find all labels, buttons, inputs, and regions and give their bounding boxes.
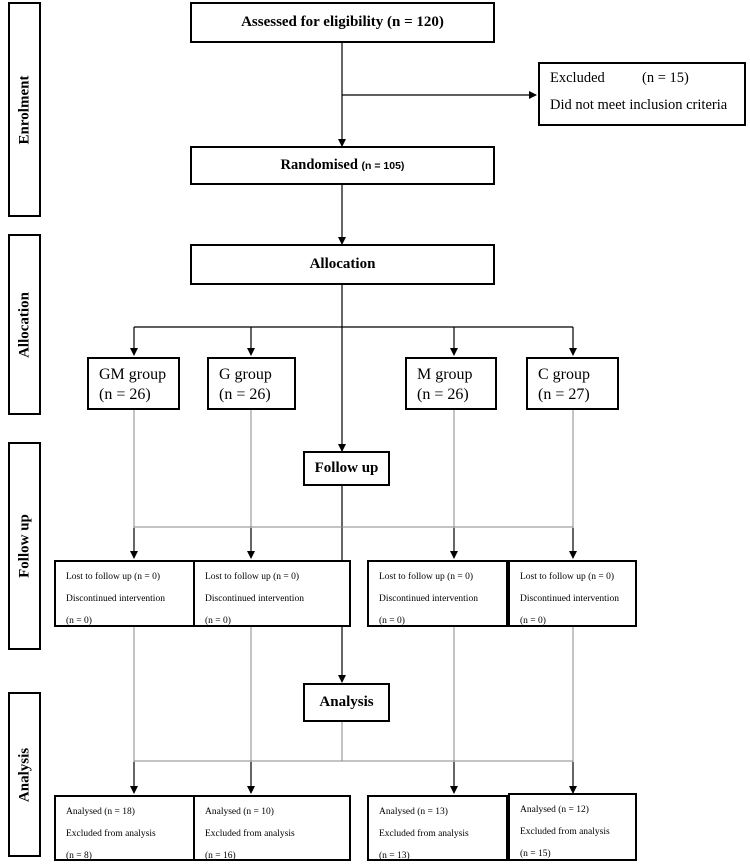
assessed-box: Assessed for eligibility (n = 120) [190, 2, 495, 43]
followup-disc-n-m: (n = 0) [379, 616, 405, 626]
group-n-gm: (n = 26) [99, 386, 151, 403]
followup-lost-c: Lost to follow up (n = 0) [520, 572, 615, 582]
phase-allocation-label: Allocation [16, 291, 32, 358]
analysed-g: Analysed (n = 10) [205, 807, 274, 817]
group-name-g: G group [219, 366, 272, 383]
group-box-gm: GM group (n = 26) [87, 357, 180, 410]
excluded-analysis-c: Excluded from analysis [520, 827, 610, 837]
phase-enrolment-label: Enrolment [16, 75, 32, 144]
analysis-detail-c: Analysed (n = 12) Excluded from analysis… [508, 793, 637, 861]
randomised-box: Randomised (n = 105) [190, 146, 495, 185]
followup-discontinued-c: Discontinued intervention [520, 594, 619, 604]
allocation-box: Allocation [190, 244, 495, 285]
phase-follow-up: Follow up [8, 442, 41, 650]
followup-detail-g: Lost to follow up (n = 0) Discontinued i… [193, 560, 351, 627]
group-name-m: M group [417, 366, 473, 383]
group-box-c: C group (n = 27) [526, 357, 619, 410]
followup-lost-g: Lost to follow up (n = 0) [205, 572, 300, 582]
randomised-count: (n = 105) [361, 159, 405, 172]
followup-detail-c: Lost to follow up (n = 0) Discontinued i… [508, 560, 637, 627]
followup-disc-n-gm: (n = 0) [66, 616, 92, 626]
group-n-c: (n = 27) [538, 386, 590, 403]
allocation-label: Allocation [309, 256, 376, 272]
followup-disc-n-g: (n = 0) [205, 616, 231, 626]
followup-disc-n-c: (n = 0) [520, 616, 546, 626]
excluded-box: Excluded (n = 15) Did not meet inclusion… [538, 62, 746, 126]
group-n-m: (n = 26) [417, 386, 469, 403]
followup-lost-gm: Lost to follow up (n = 0) [66, 572, 161, 582]
analysis-detail-gm: Analysed (n = 18) Excluded from analysis… [54, 795, 214, 861]
group-box-m: M group (n = 26) [405, 357, 497, 410]
excluded-analysis-n-m: (n = 13) [379, 851, 410, 861]
follow-up-label: Follow up [314, 460, 379, 476]
follow-up-box: Follow up [303, 451, 390, 486]
phase-analysis-label: Analysis [16, 747, 32, 802]
analysis-box: Analysis [303, 683, 390, 722]
assessed-label: Assessed for eligibility (n = 120) [241, 14, 444, 30]
group-box-g: G group (n = 26) [207, 357, 296, 410]
followup-discontinued-g: Discontinued intervention [205, 594, 304, 604]
randomised-label: Randomised [280, 157, 358, 173]
excluded-analysis-m: Excluded from analysis [379, 829, 469, 839]
excluded-count: (n = 15) [642, 70, 689, 86]
phase-follow-up-label: Follow up [16, 514, 32, 578]
excluded-analysis-g: Excluded from analysis [205, 829, 295, 839]
excluded-reason: Did not meet inclusion criteria [550, 97, 728, 113]
followup-detail-m: Lost to follow up (n = 0) Discontinued i… [367, 560, 508, 627]
followup-discontinued-m: Discontinued intervention [379, 594, 478, 604]
analysis-detail-m: Analysed (n = 13) Excluded from analysis… [367, 795, 508, 861]
excluded-analysis-gm: Excluded from analysis [66, 829, 156, 839]
group-n-g: (n = 26) [219, 386, 271, 403]
group-name-c: C group [538, 366, 590, 383]
excluded-analysis-n-c: (n = 15) [520, 849, 551, 859]
analysed-m: Analysed (n = 13) [379, 807, 448, 817]
followup-discontinued-gm: Discontinued intervention [66, 594, 165, 604]
followup-lost-m: Lost to follow up (n = 0) [379, 572, 474, 582]
analysed-c: Analysed (n = 12) [520, 805, 589, 815]
analysis-detail-g: Analysed (n = 10) Excluded from analysis… [193, 795, 351, 861]
excluded-analysis-n-gm: (n = 8) [66, 851, 92, 861]
phase-analysis: Analysis [8, 692, 41, 857]
analysed-gm: Analysed (n = 18) [66, 807, 135, 817]
phase-enrolment: Enrolment [8, 2, 41, 217]
followup-detail-gm: Lost to follow up (n = 0) Discontinued i… [54, 560, 214, 627]
excluded-analysis-n-g: (n = 16) [205, 851, 236, 861]
group-name-gm: GM group [99, 366, 167, 383]
phase-allocation: Allocation [8, 234, 41, 415]
analysis-label: Analysis [319, 694, 374, 710]
excluded-title: Excluded [550, 70, 605, 86]
